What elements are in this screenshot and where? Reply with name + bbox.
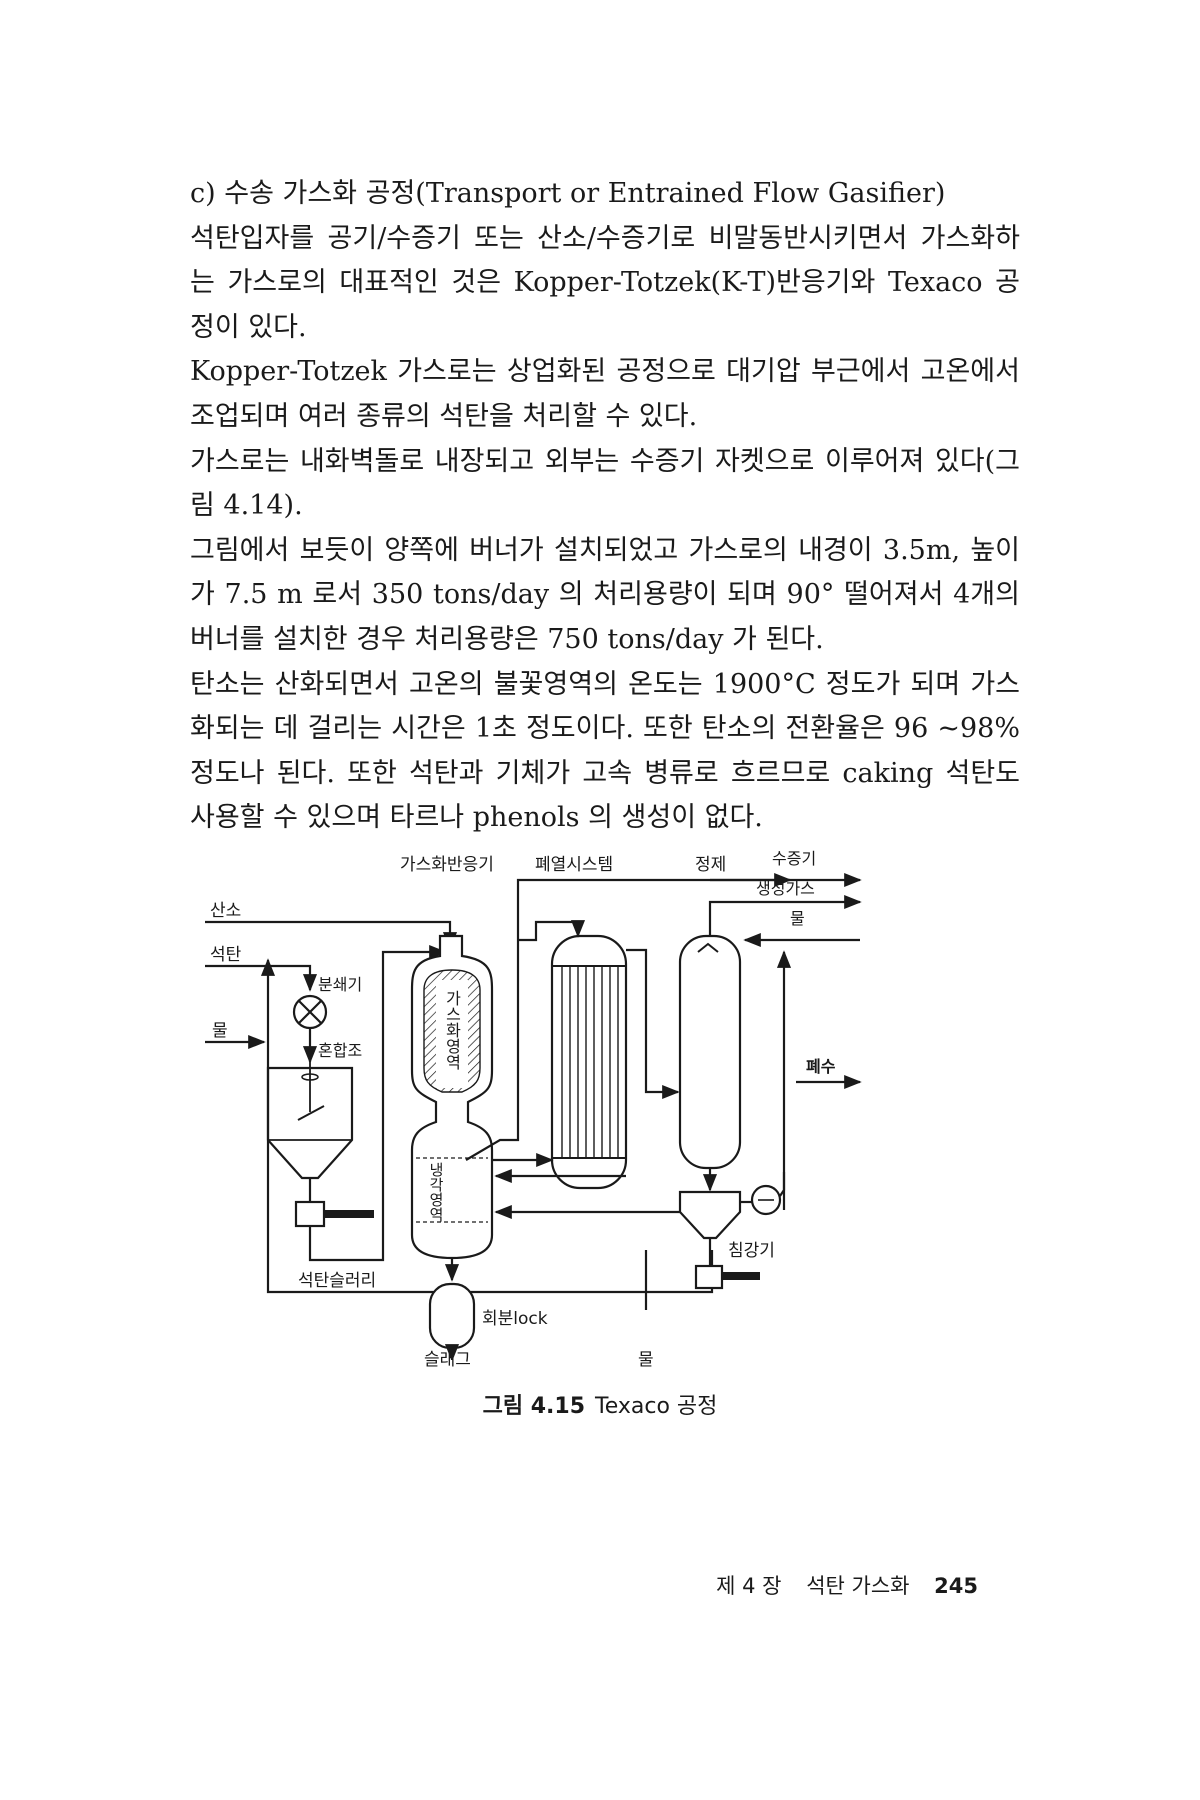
body-text: c) 수송 가스화 공정(Transport or Entrained Flow…: [190, 172, 1020, 841]
slurry-line: [308, 944, 447, 1262]
label-water-in: 물: [212, 1021, 228, 1041]
recycle-loop-line: [260, 958, 714, 1294]
label-wastewater: 폐수: [806, 1057, 836, 1076]
page-footer: 제 4 장 석탄 가스화 245: [698, 1570, 978, 1600]
settler-tank: [678, 1190, 742, 1240]
gasifier-reactor: [410, 934, 494, 1260]
paragraph-4: 그림에서 보듯이 양쪽에 버너가 설치되었고 가스로의 내경이 3.5m, 높이…: [190, 534, 1020, 655]
footer-chapter: 제 4 장: [716, 1574, 782, 1598]
page-number: 245: [934, 1574, 978, 1598]
footer-chapter-title: 석탄 가스화: [806, 1574, 910, 1598]
label-slurry: 석탄슬러리: [298, 1271, 376, 1291]
mixing-tank: [266, 1062, 354, 1180]
paragraph-1: 석탄입자를 공기/수증기 또는 산소/수증기로 비말동반시키면서 가스화하는 가…: [190, 222, 1020, 343]
figure-caption: 그림 4.15 Texaco 공정: [0, 1388, 1200, 1420]
scrubber-column: [678, 934, 742, 1170]
label-gasification-zone: 가스화영역: [443, 990, 462, 1070]
caption-title: Texaco 공정: [595, 1394, 718, 1419]
oxygen-line: [205, 920, 458, 950]
texaco-process-diagram: 가스화반응기 폐열시스템 정제 산소 석탄 물 분쇄기: [200, 840, 1000, 1370]
paragraph-3: 가스로는 내화벽돌로 내장되고 외부는 수증기 자켓으로 이루어져 있다(그림 …: [190, 445, 1020, 522]
process-flow-svg: 가스화반응기 폐열시스템 정제 산소 석탄 물 분쇄기: [205, 849, 862, 1360]
section-heading: c) 수송 가스화 공정(Transport or Entrained Flow…: [190, 178, 946, 209]
product-gas-line: [708, 894, 862, 936]
label-crusher: 분쇄기: [318, 975, 362, 994]
paragraph-2: Kopper-Totzek 가스로는 상업화된 공정으로 대기압 부근에서 고온…: [190, 356, 1020, 432]
label-water-bottom: 물: [638, 1350, 654, 1370]
header-reactor: 가스화반응기: [400, 855, 494, 875]
label-settler: 침강기: [728, 1241, 775, 1261]
caption-number: 그림 4.15: [482, 1394, 586, 1419]
label-slag: 슬래그: [424, 1350, 471, 1370]
ash-lock-vessel: [428, 1282, 476, 1350]
paragraph-5: 탄소는 산화되면서 고온의 불꽃영역의 온도는 1900°C 정도가 되며 가스…: [190, 668, 1020, 834]
slurry-pump-icon: [294, 1200, 374, 1228]
exchanger-to-scrubber-line: [626, 948, 680, 1100]
header-heat-recovery: 폐열시스템: [535, 855, 613, 875]
label-steam-out: 수증기: [772, 849, 816, 868]
label-cooling-zone: 냉각영역: [427, 1162, 445, 1222]
label-mixer: 혼합조: [318, 1041, 362, 1060]
exchanger-feed-line: [518, 920, 586, 942]
header-purification: 정제: [695, 855, 726, 875]
label-coal: 석탄: [210, 945, 242, 965]
settler-bottom-pump-icon: [694, 1264, 760, 1290]
label-water-scrubber: 물: [790, 909, 805, 928]
label-product-gas: 생성가스: [756, 879, 815, 898]
steam-out-line: [465, 872, 792, 1161]
settler-pump-icon: [750, 1184, 782, 1216]
label-ash-lock: 회분lock: [482, 1309, 548, 1329]
crusher-icon: [292, 994, 328, 1030]
heat-recovery-exchanger: [550, 934, 628, 1190]
label-oxygen: 산소: [210, 901, 241, 921]
pump-to-recycle-line: [779, 1172, 786, 1197]
coal-line: [205, 964, 318, 992]
